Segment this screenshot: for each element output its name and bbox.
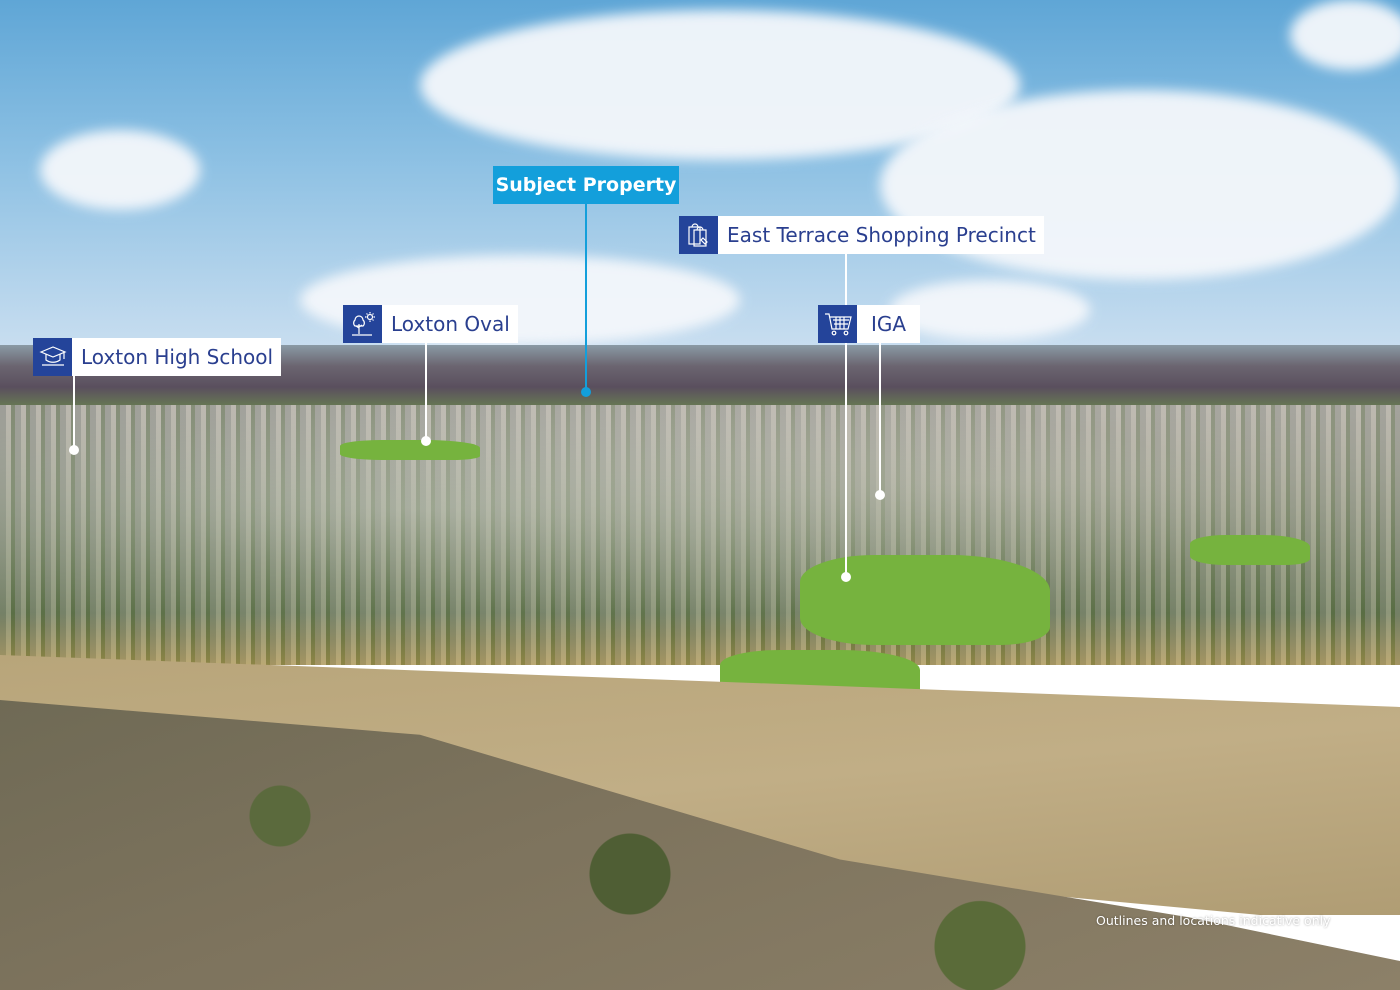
- shopping-precinct-text: East Terrace Shopping Precinct: [718, 216, 1044, 254]
- park: [1190, 535, 1310, 565]
- loxton-high-school-label[interactable]: Loxton High School: [33, 338, 282, 376]
- subject-property-label[interactable]: Subject Property: [493, 166, 679, 204]
- iga-leader-line: [879, 342, 881, 493]
- graduation-cap-icon: [33, 338, 72, 376]
- loxton-oval-text: Loxton Oval: [382, 305, 518, 343]
- school-marker[interactable]: [69, 445, 79, 455]
- cloud: [890, 280, 1090, 340]
- park: [800, 555, 1050, 645]
- shopping-cart-icon: [818, 305, 857, 343]
- oval-leader-line: [425, 343, 427, 439]
- shopping-leader-line: [845, 254, 847, 576]
- oval-field: [340, 440, 480, 460]
- shopping-marker[interactable]: [841, 572, 851, 582]
- tree-sun-icon: [343, 305, 382, 343]
- disclaimer-footnote: Outlines and locations indicative only: [1096, 913, 1331, 928]
- subject-leader-line: [585, 204, 587, 390]
- iga-text: IGA: [857, 305, 921, 343]
- iga-label[interactable]: IGA: [818, 305, 921, 343]
- loxton-oval-label[interactable]: Loxton Oval: [343, 305, 518, 343]
- school-leader-line: [73, 376, 75, 448]
- shopping-precinct-label[interactable]: East Terrace Shopping Precinct: [679, 216, 1044, 254]
- cloud: [1290, 0, 1400, 70]
- shopping-bags-icon: [679, 216, 718, 254]
- oval-marker[interactable]: [421, 436, 431, 446]
- subject-marker[interactable]: [581, 387, 591, 397]
- cloud: [40, 130, 200, 210]
- loxton-high-school-text: Loxton High School: [72, 338, 282, 376]
- town-shading: [0, 405, 1400, 700]
- iga-marker[interactable]: [875, 490, 885, 500]
- sky: [0, 0, 1400, 350]
